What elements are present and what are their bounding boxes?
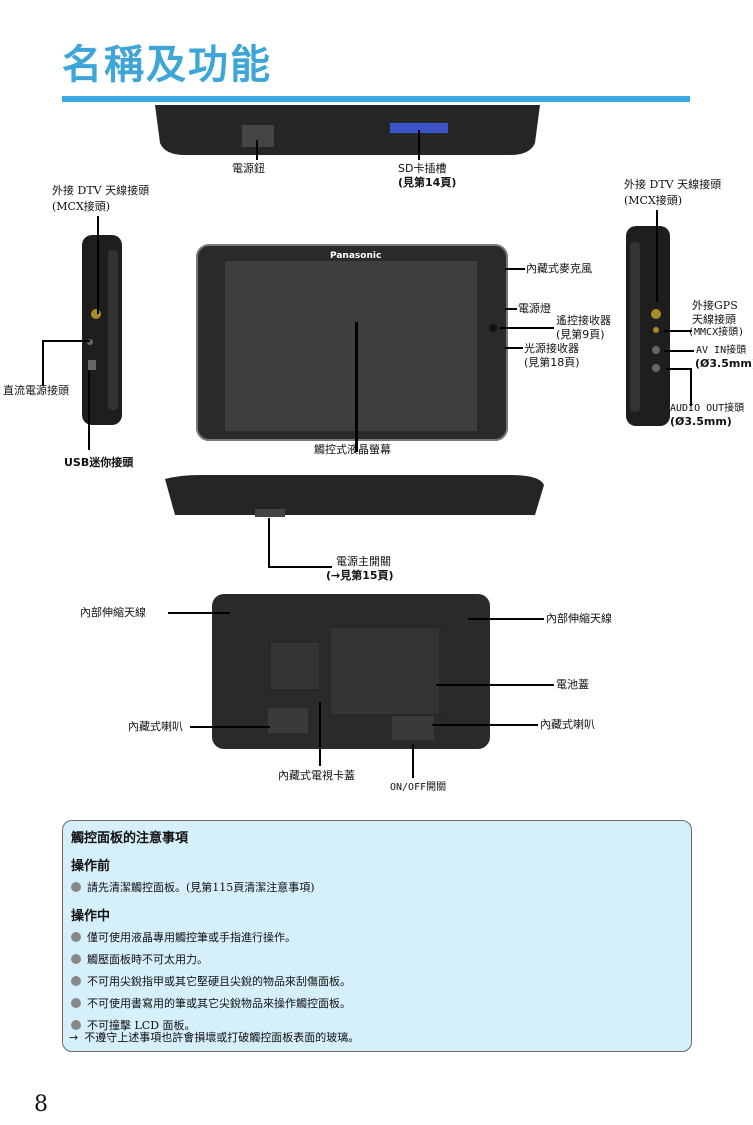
- av-in-label: AV IN接頭: [696, 345, 747, 356]
- bullet-icon: [71, 998, 81, 1008]
- right-dtv-label-2: (MCX接頭): [624, 194, 683, 207]
- device-back-view: [212, 594, 490, 749]
- device-front-view: [196, 244, 508, 441]
- touch-panel-notes: 觸控面板的注意事項 操作前 請先清潔觸控面板。(見第115頁清潔注意事項) 操作…: [62, 820, 692, 1052]
- notes-heading: 觸控面板的注意事項: [71, 831, 189, 846]
- device-left-side: [82, 235, 122, 425]
- gps-label-2: 天線接頭: [692, 313, 736, 326]
- audio-out-label: AUDIO OUT接頭: [670, 403, 745, 414]
- bullet-icon: [71, 932, 81, 942]
- power-button-label: 電源鈕: [232, 162, 265, 175]
- device-top-view: [155, 105, 540, 155]
- antenna-left-label: 內部伸縮天線: [80, 606, 146, 619]
- bullet-icon: [71, 882, 81, 892]
- battery-cover-label: 電池蓋: [556, 678, 589, 691]
- power-button-shape: [242, 125, 274, 147]
- sd-slot-label: SD卡插槽: [398, 162, 447, 175]
- light-receiver-ref: (見第18頁): [524, 356, 580, 369]
- mic-label: 內藏式麥克風: [526, 262, 592, 275]
- device-right-side: [626, 226, 670, 426]
- usb-mini-label: USB迷你接頭: [64, 456, 134, 469]
- power-lamp-label: 電源燈: [518, 302, 551, 315]
- page-number: 8: [34, 1092, 48, 1117]
- during-item: 不可用尖銳指甲或其它堅硬且尖銳的物品來刮傷面板。: [71, 973, 351, 989]
- av-in-size: (Ø3.5mm): [695, 357, 753, 370]
- remote-receiver-ref: (見第9頁): [556, 328, 605, 341]
- brand-logo: Panasonic: [330, 251, 382, 261]
- left-dtv-label: 外接 DTV 天線接頭: [52, 184, 150, 197]
- gps-label-3: (MMCX接頭): [688, 327, 745, 338]
- remote-receiver-label: 遙控接收器: [556, 314, 611, 327]
- warning-item: →不遵守上述事項也許會損壞或打破觸控面板表面的玻璃。: [69, 1031, 360, 1044]
- device-bottom-view: [165, 475, 544, 517]
- before-heading: 操作前: [71, 859, 111, 874]
- audio-out-size: (Ø3.5mm): [670, 415, 732, 428]
- page-title: 名稱及功能: [62, 42, 272, 88]
- bullet-icon: [71, 976, 81, 986]
- during-item: 僅可使用液晶專用觸控筆或手指進行操作。: [71, 929, 296, 945]
- sd-slot-ref: (見第14頁): [398, 176, 457, 189]
- right-dtv-label: 外接 DTV 天線接頭: [624, 178, 722, 191]
- speaker-left-label: 內藏式喇叭: [128, 720, 183, 733]
- bullet-icon: [71, 1020, 81, 1030]
- speaker-right-label: 內藏式喇叭: [540, 718, 595, 731]
- dc-power-label: 直流電源接頭: [3, 384, 69, 397]
- before-item: 請先清潔觸控面板。(見第115頁清潔注意事項): [71, 879, 315, 895]
- during-item: 不可撞擊 LCD 面板。: [71, 1017, 196, 1033]
- arrow-right-icon: →: [69, 1031, 79, 1044]
- during-item: 觸壓面板時不可太用力。: [71, 951, 208, 967]
- main-power-ref: (→見第15頁): [326, 569, 394, 582]
- lcd-label: 觸控式液晶螢幕: [314, 443, 391, 456]
- gps-label-1: 外接GPS: [692, 299, 738, 312]
- light-receiver-label: 光源接收器: [524, 342, 579, 355]
- main-power-label: 電源主開關: [336, 555, 391, 568]
- during-item: 不可使用書寫用的筆或其它尖銳物品來操作觸控面板。: [71, 995, 351, 1011]
- left-dtv-label-2: (MCX接頭): [52, 200, 111, 213]
- bullet-icon: [71, 954, 81, 964]
- onoff-switch-label: ON/OFF開關: [390, 782, 447, 793]
- title-rule: [62, 96, 690, 102]
- sd-slot-shape: [390, 123, 448, 133]
- antenna-right-label: 內部伸縮天線: [546, 612, 612, 625]
- during-heading: 操作中: [71, 909, 111, 924]
- tv-card-cover-label: 內藏式電視卡蓋: [278, 769, 355, 782]
